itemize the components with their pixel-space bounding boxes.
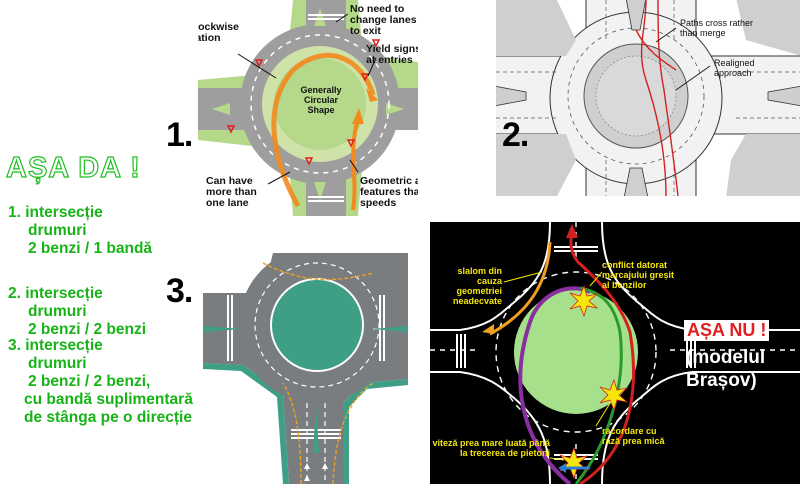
label-realigned: Realigned approach <box>714 58 755 78</box>
list-item-3: 3. intersecție drumuri 2 benzi / 2 benzi… <box>8 337 193 427</box>
bad-roundabout-drawing <box>430 222 800 484</box>
verdict-bad: AȘA NU ! <box>684 320 770 341</box>
label-paths-cross: Paths cross rather than merge <box>680 18 754 38</box>
roundabout-diagram-3 <box>203 253 408 484</box>
item-3-line3: 2 benzi / 2 benzi, <box>28 373 151 390</box>
roundabout-3-drawing <box>203 253 408 484</box>
item-3-line2: drumuri <box>28 355 87 372</box>
list-item-1: 1. intersecție drumuri 2 benzi / 1 bandă <box>8 204 152 258</box>
number-3: 3. <box>166 272 193 310</box>
list-item-2: 2. intersecție drumuri 2 benzi / 2 benzi <box>8 285 146 339</box>
label-speed: viteză prea mare luată până la trecerea … <box>432 438 550 458</box>
model-brasov: (modelul Brașov) <box>686 347 766 391</box>
title-good: AȘA DA ! <box>5 151 141 184</box>
roundabout-diagram-1: Counterclockwise circulation No need to … <box>198 0 418 216</box>
item-1-line2: drumuri <box>28 222 87 239</box>
label-conflict: conflict datorat marcajului greșit al be… <box>602 260 675 290</box>
item-3-line5: de stânga pe o direcție <box>24 409 192 426</box>
label-geometric: Geometric and physical features that for… <box>360 175 418 209</box>
label-no-need-change-lanes: No need to change lanes to exit <box>350 3 417 37</box>
item-2-heading: 2. intersecție <box>8 285 103 302</box>
number-1: 1. <box>166 116 193 154</box>
bad-roundabout-diagram: slalom din cauza geometriei neadecvate c… <box>430 222 800 484</box>
item-1-line3: 2 benzi / 1 bandă <box>28 240 153 257</box>
item-3-line4: cu bandă suplimentară <box>24 391 193 408</box>
roundabout-1-drawing <box>198 0 418 216</box>
roundabout-diagram-2: Paths cross rather than merge Realigned … <box>496 0 800 196</box>
label-more-lanes: Can have more than one lane <box>206 175 257 209</box>
label-slalom: slalom din cauza geometriei neadecvate <box>452 266 502 306</box>
item-3-heading: 3. intersecție <box>8 337 103 354</box>
label-circular-shape: Generally Circular Shape <box>300 85 342 115</box>
label-counterclockwise: Counterclockwise circulation <box>198 21 239 44</box>
item-2-line2: drumuri <box>28 303 87 320</box>
number-2: 2. <box>502 116 529 154</box>
item-2-line3: 2 benzi / 2 benzi <box>28 321 146 338</box>
item-1-heading: 1. intersecție <box>8 204 103 221</box>
label-yield-signs: Yield signs at entries <box>366 43 418 66</box>
label-radius: racordare cu rază prea mică <box>602 426 665 446</box>
roundabout-2-drawing <box>496 0 800 196</box>
